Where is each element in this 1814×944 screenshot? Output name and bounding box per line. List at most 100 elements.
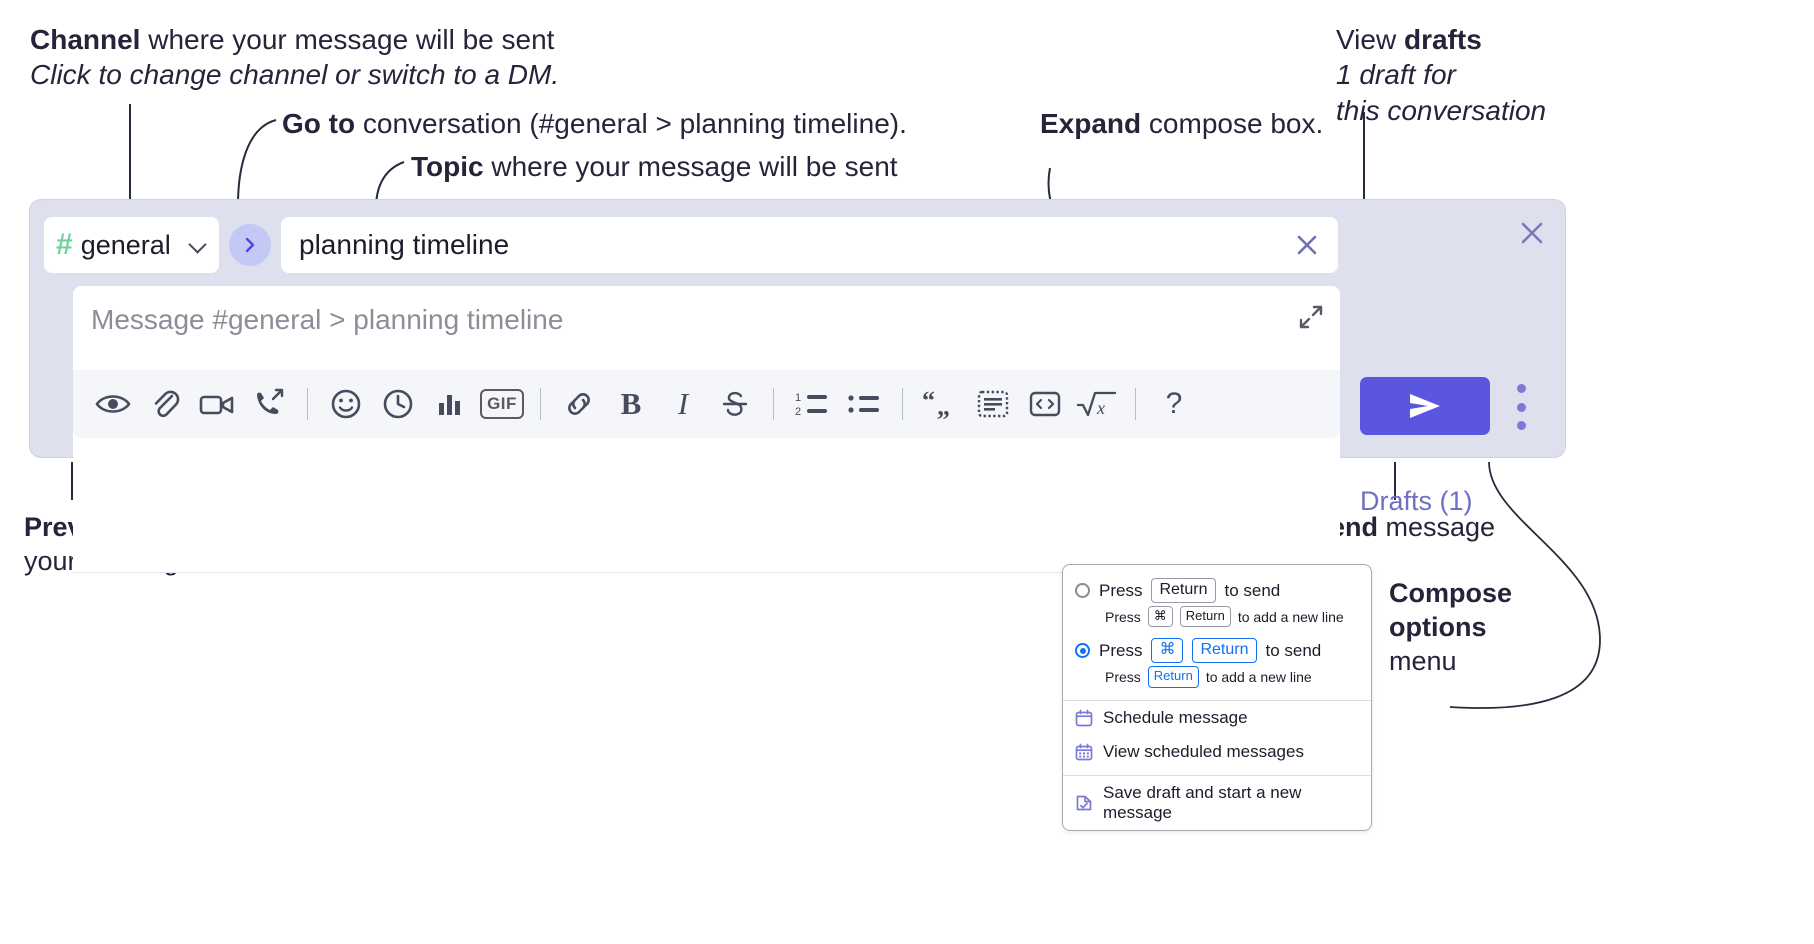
opt1-sub-post: to add a new line [1237, 608, 1344, 625]
calendar-grid-icon [1075, 743, 1093, 760]
video-clip-icon[interactable] [191, 378, 243, 430]
annotation-compose-line2: options [1389, 612, 1487, 643]
key-command: ⌘ [1151, 638, 1184, 664]
emoji-icon[interactable] [320, 378, 372, 430]
annotation-compose-options: Compose options menu [1389, 576, 1569, 678]
question-mark-glyph: ? [1165, 387, 1183, 420]
svg-text:2: 2 [795, 406, 801, 418]
key-return: Return [1192, 638, 1257, 664]
audio-clip-icon[interactable] [243, 378, 295, 430]
code-block-icon[interactable] [967, 378, 1019, 430]
drafts-link[interactable]: Drafts (1) [1360, 486, 1473, 516]
opt2-pre: Press [1099, 640, 1143, 660]
annotation-drafts: View drafts 1 draft for this conversatio… [1336, 22, 1546, 128]
paperclip-icon [154, 390, 180, 418]
annotation-topic: Topic where your message will be sent [411, 149, 898, 184]
annotation-expand: Expand compose box. [1040, 106, 1323, 141]
bulleted-list-icon[interactable] [838, 378, 890, 430]
svg-text:“: “ [922, 389, 935, 415]
channel-selector[interactable]: # general [44, 217, 219, 273]
ordered-list-icon[interactable]: 1 2 [786, 378, 838, 430]
menu-item-save-draft[interactable]: Save draft and start a new message [1063, 776, 1371, 830]
opt2-sub-post: to add a new line [1205, 668, 1312, 685]
save-draft-icon [1076, 795, 1092, 810]
square-root-x-icon: x [1076, 391, 1117, 418]
strikethrough-icon[interactable] [709, 378, 761, 430]
inline-code-icon[interactable] [1019, 378, 1071, 430]
eye-icon [95, 395, 131, 413]
italic-icon[interactable]: I [657, 378, 709, 430]
radio-button-selected[interactable] [1075, 643, 1090, 659]
attach-icon[interactable] [139, 378, 191, 430]
formatting-help-icon[interactable]: ? [1148, 378, 1200, 430]
topic-value: planning timeline [299, 229, 510, 260]
menu-item-schedule-message[interactable]: Schedule message [1063, 701, 1371, 735]
annotation-drafts-italic-1: 1 draft for [1336, 59, 1456, 91]
compose-options-button[interactable] [1511, 384, 1531, 430]
quote-marks-icon: “ „ [922, 389, 950, 419]
send-option-return[interactable]: Press Return to send Press ⌘ Return to a… [1063, 573, 1371, 633]
blockquote-icon[interactable]: “ „ [915, 378, 967, 430]
kebab-dot [1516, 402, 1526, 412]
kebab-dot [1516, 384, 1526, 393]
key-return: Return [1179, 606, 1231, 628]
topic-input[interactable]: planning timeline [281, 217, 1338, 273]
gif-icon[interactable]: GIF [476, 378, 528, 430]
toolbar-separator [902, 388, 903, 420]
annotation-channel-rest: where your message will be sent [140, 24, 555, 55]
send-paper-plane-icon [1410, 394, 1440, 418]
poll-icon[interactable] [424, 378, 476, 430]
send-option-cmd-return-main: Press ⌘ Return to send [1075, 638, 1359, 664]
calendar-schedule-icon [1075, 709, 1093, 726]
annotation-goto-bold: Go to [282, 108, 356, 139]
strikethrough-icon-glyph [722, 391, 748, 416]
annotation-compose-line1: Compose [1389, 578, 1513, 608]
svg-text:1: 1 [795, 392, 801, 404]
send-option-cmd-return-sub: Press Return to add a new line [1105, 666, 1359, 688]
opt2-sub-pre: Press [1105, 668, 1141, 685]
kebab-dot [1516, 421, 1526, 430]
opt1-pre: Press [1099, 580, 1143, 600]
expand-compose-button[interactable] [1296, 302, 1326, 332]
italic-letter: I [677, 386, 689, 421]
svg-text:x: x [1096, 398, 1105, 418]
annotation-compose-line3: menu [1389, 646, 1457, 677]
goto-conversation-button[interactable] [229, 224, 271, 266]
annotation-channel-italic: Click to change channel or switch to a D… [30, 59, 560, 91]
send-option-return-main: Press Return to send [1075, 578, 1359, 603]
toolbar-separator [307, 388, 308, 420]
compose-options-menu: Press Return to send Press ⌘ Return to a… [1062, 564, 1372, 831]
annotation-topic-rest: where your message will be sent [483, 151, 898, 182]
annotation-expand-rest: compose box. [1141, 108, 1324, 139]
close-x-icon [1521, 222, 1543, 244]
annotation-channel-bold: Channel [30, 24, 141, 55]
bold-icon[interactable]: B [605, 378, 657, 430]
annotation-drafts-plain: View [1336, 24, 1404, 55]
close-x-icon [1297, 235, 1317, 255]
expand-diagonal-icon [1299, 305, 1323, 329]
bar-chart-icon [439, 395, 460, 415]
annotation-goto-rest: conversation (#general > planning timeli… [355, 108, 907, 139]
close-compose-button[interactable] [1517, 218, 1547, 248]
menu-item-view-scheduled[interactable]: View scheduled messages [1063, 735, 1371, 769]
send-button[interactable] [1360, 377, 1490, 435]
toolbar-separator [773, 388, 774, 420]
link-icon[interactable] [553, 378, 605, 430]
smiley-face-icon [331, 389, 361, 419]
send-option-cmd-return[interactable]: Press ⌘ Return to send Press Return to a… [1063, 633, 1371, 693]
clear-topic-button[interactable] [1290, 228, 1324, 262]
menu-item-label: Schedule message [1103, 707, 1248, 727]
angle-brackets-icon [1029, 391, 1061, 417]
compose-box: # general planning timeline Message #gen… [29, 199, 1566, 573]
opt2-post: to send [1265, 640, 1322, 660]
reminder-clock-icon[interactable] [372, 378, 424, 430]
annotation-topic-bold: Topic [411, 151, 484, 182]
annotation-channel: Channel where your message will be sent … [30, 22, 559, 93]
math-icon[interactable]: x [1071, 378, 1123, 430]
hash-icon: # [56, 228, 73, 261]
video-camera-icon [199, 395, 234, 415]
radio-button-unselected[interactable] [1075, 583, 1090, 598]
formatting-toolbar: GIF B I 1 2 [73, 370, 1340, 438]
annotation-goto: Go to conversation (#general > planning … [282, 106, 907, 141]
preview-icon[interactable] [87, 378, 139, 430]
